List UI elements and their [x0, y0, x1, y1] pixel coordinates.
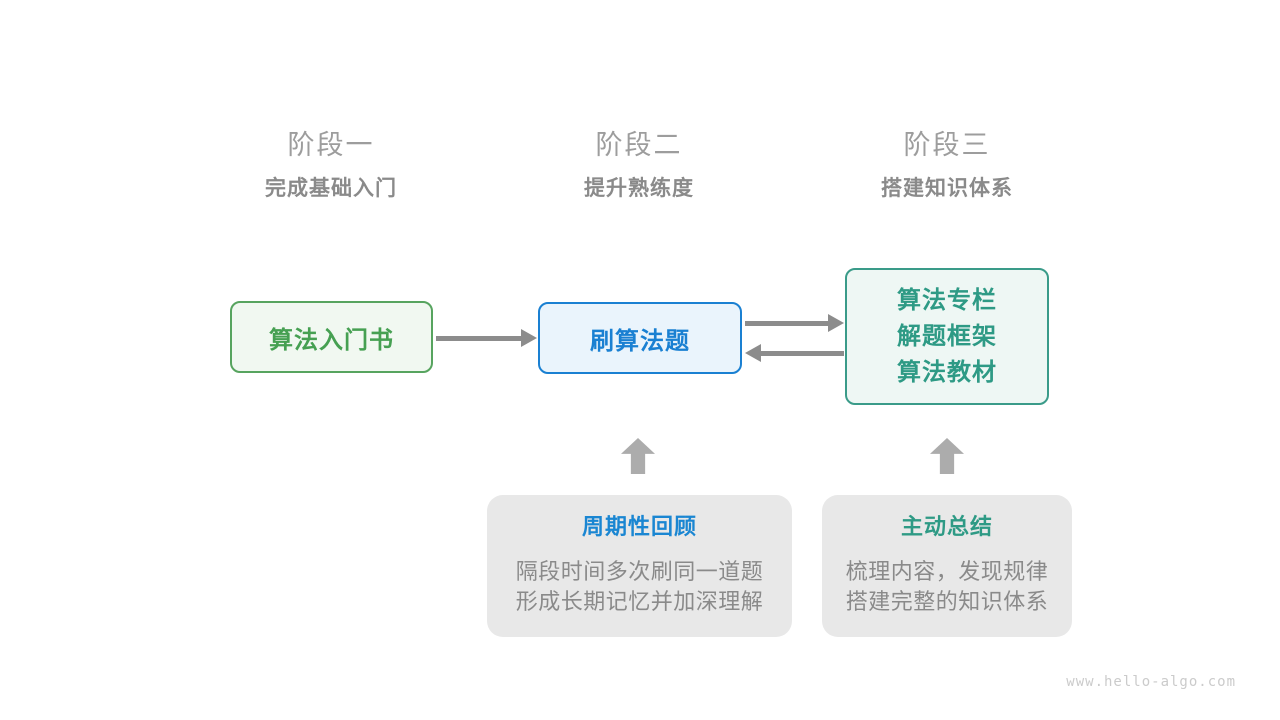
note-text-line: 隔段时间多次刷同一道题	[515, 559, 764, 584]
stage1-subtitle: 完成基础入门	[265, 177, 397, 200]
arrow-shaft	[436, 335, 524, 341]
arrow-shaft	[745, 320, 831, 326]
node-intro-book: 算法入门书	[230, 301, 433, 373]
note-periodic-review: 周期性回顾 隔段时间多次刷同一道题 形成长期记忆并加深理解	[487, 495, 792, 637]
note-periodic-review-text: 隔段时间多次刷同一道题 形成长期记忆并加深理解	[487, 557, 792, 617]
note-active-summary-title: 主动总结	[900, 514, 993, 539]
resource-line-columns: 算法专栏	[897, 286, 997, 314]
site-watermark: www.hello-algo.com	[1066, 674, 1236, 690]
note-active-summary: 主动总结 梳理内容，发现规律 搭建完整的知识体系	[822, 495, 1072, 637]
arrow-head	[745, 344, 761, 362]
note-text-line: 搭建完整的知识体系	[845, 589, 1049, 614]
stage3-subtitle: 搭建知识体系	[881, 177, 1013, 200]
arrow-head	[828, 314, 844, 332]
stage1-header: 阶段一 完成基础入门	[171, 128, 491, 203]
note-active-summary-text: 梳理内容，发现规律 搭建完整的知识体系	[822, 557, 1072, 617]
left-arrow-stage3-to-stage2-icon	[745, 344, 844, 362]
stage1-title: 阶段一	[287, 130, 375, 160]
node-intro-book-label: 算法入门书	[269, 326, 394, 354]
stage2-title: 阶段二	[595, 130, 683, 160]
node-practice-problems: 刷算法题	[538, 302, 742, 374]
resource-line-textbooks: 算法教材	[897, 358, 997, 386]
resource-line-frameworks: 解题框架	[897, 322, 997, 350]
arrow-shaft	[758, 350, 844, 356]
note-periodic-review-title: 周期性回顾	[581, 514, 697, 539]
stage3-header: 阶段三 搭建知识体系	[787, 128, 1107, 203]
up-arrow-summarize-icon	[930, 438, 964, 474]
right-arrow-stage2-to-stage3-icon	[745, 314, 844, 332]
note-text-line: 梳理内容，发现规律	[845, 559, 1049, 584]
stage2-subtitle: 提升熟练度	[584, 177, 694, 200]
note-text-line: 形成长期记忆并加深理解	[515, 589, 764, 614]
arrow-head	[521, 329, 537, 347]
node-practice-label: 刷算法题	[590, 327, 690, 355]
stage2-header: 阶段二 提升熟练度	[479, 128, 799, 203]
stage3-title: 阶段三	[903, 130, 991, 160]
up-arrow-review-icon	[621, 438, 655, 474]
node-knowledge-resources: 算法专栏 解题框架 算法教材	[845, 268, 1049, 405]
right-arrow-stage1-to-stage2-icon	[436, 329, 537, 347]
